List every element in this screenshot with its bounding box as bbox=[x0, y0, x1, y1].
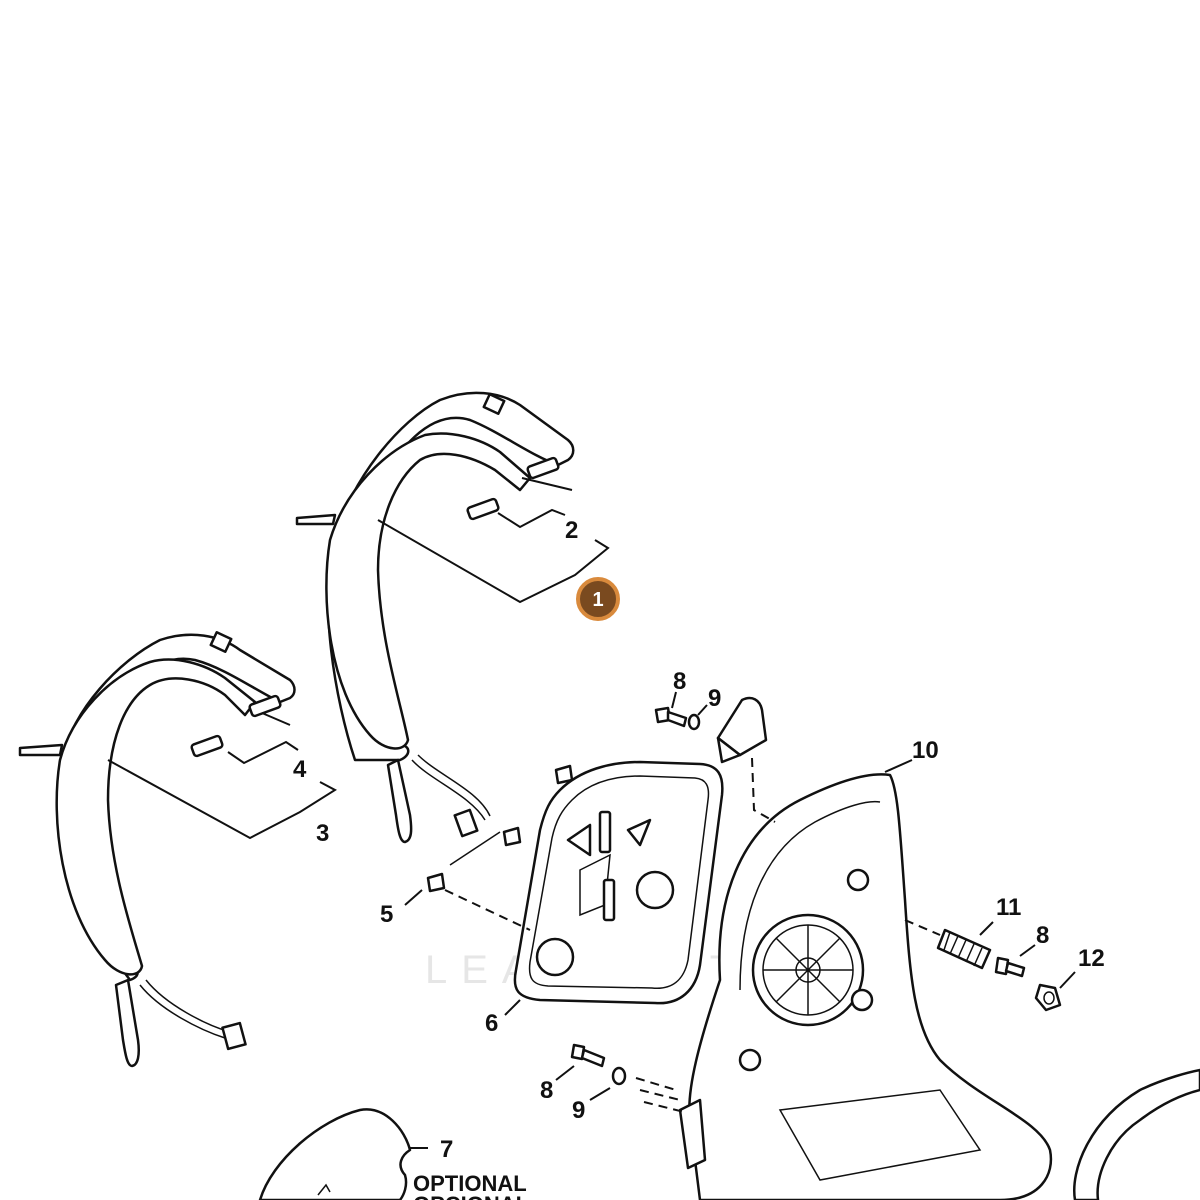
fan-ring-partial[interactable] bbox=[1073, 1068, 1200, 1200]
label-part-6: 6 bbox=[485, 1010, 498, 1037]
callout-badge-part-1[interactable]: 1 bbox=[576, 577, 620, 621]
label-part-2: 2 bbox=[565, 517, 578, 544]
blower-housing[interactable] bbox=[678, 773, 1053, 1200]
washer-9-bottom[interactable] bbox=[611, 1066, 627, 1086]
spring-11[interactable] bbox=[936, 928, 992, 970]
label-part-8-bottom: 8 bbox=[540, 1077, 553, 1104]
label-part-4: 4 bbox=[293, 756, 307, 783]
label-part-10: 10 bbox=[912, 737, 939, 764]
optional-disc-7[interactable] bbox=[258, 1108, 412, 1200]
shoulder-strap-lower[interactable] bbox=[18, 631, 296, 1068]
label-part-1: 1 bbox=[592, 589, 603, 611]
shoulder-strap-upper[interactable] bbox=[295, 391, 575, 844]
label-part-9-top: 9 bbox=[708, 685, 721, 712]
bracket-clip[interactable] bbox=[716, 696, 768, 764]
bolt-8-right[interactable] bbox=[994, 956, 1026, 978]
bolt-8-top[interactable] bbox=[654, 706, 688, 728]
optional-label: OPTIONAL bbox=[413, 1171, 527, 1196]
label-part-9-bottom: 9 bbox=[572, 1097, 585, 1124]
label-part-12: 12 bbox=[1078, 945, 1105, 972]
label-part-11: 11 bbox=[996, 894, 1021, 921]
opcional-label: OPCIONAL bbox=[413, 1192, 529, 1200]
bolt-8-bottom[interactable] bbox=[570, 1043, 606, 1068]
back-pad-plate[interactable] bbox=[513, 760, 724, 1005]
label-part-8-right: 8 bbox=[1036, 922, 1049, 949]
strap-clip bbox=[190, 694, 282, 758]
label-part-8-top: 8 bbox=[673, 668, 686, 695]
strap-clip bbox=[466, 456, 560, 521]
label-part-5: 5 bbox=[380, 901, 393, 928]
nut-12[interactable] bbox=[1034, 983, 1062, 1012]
label-part-7: 7 bbox=[440, 1136, 453, 1163]
screw-5[interactable] bbox=[426, 764, 574, 893]
label-part-3: 3 bbox=[316, 820, 329, 847]
washer-9-top[interactable] bbox=[687, 713, 701, 731]
